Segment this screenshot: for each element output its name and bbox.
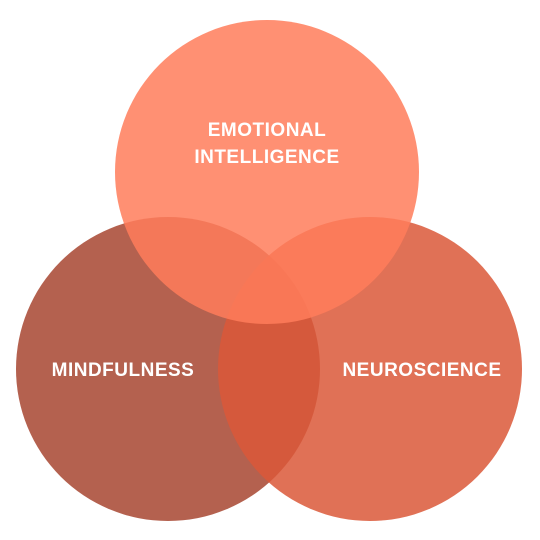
emotional-intelligence-label-line-2: INTELLIGENCE — [194, 147, 339, 168]
mindfulness-label: MINDFULNESS — [52, 360, 195, 381]
emotional-intelligence-label-line-1: EMOTIONAL — [208, 120, 327, 141]
neuroscience-label: NEUROSCIENCE — [342, 360, 501, 381]
emotional-intelligence-circle — [115, 20, 419, 324]
